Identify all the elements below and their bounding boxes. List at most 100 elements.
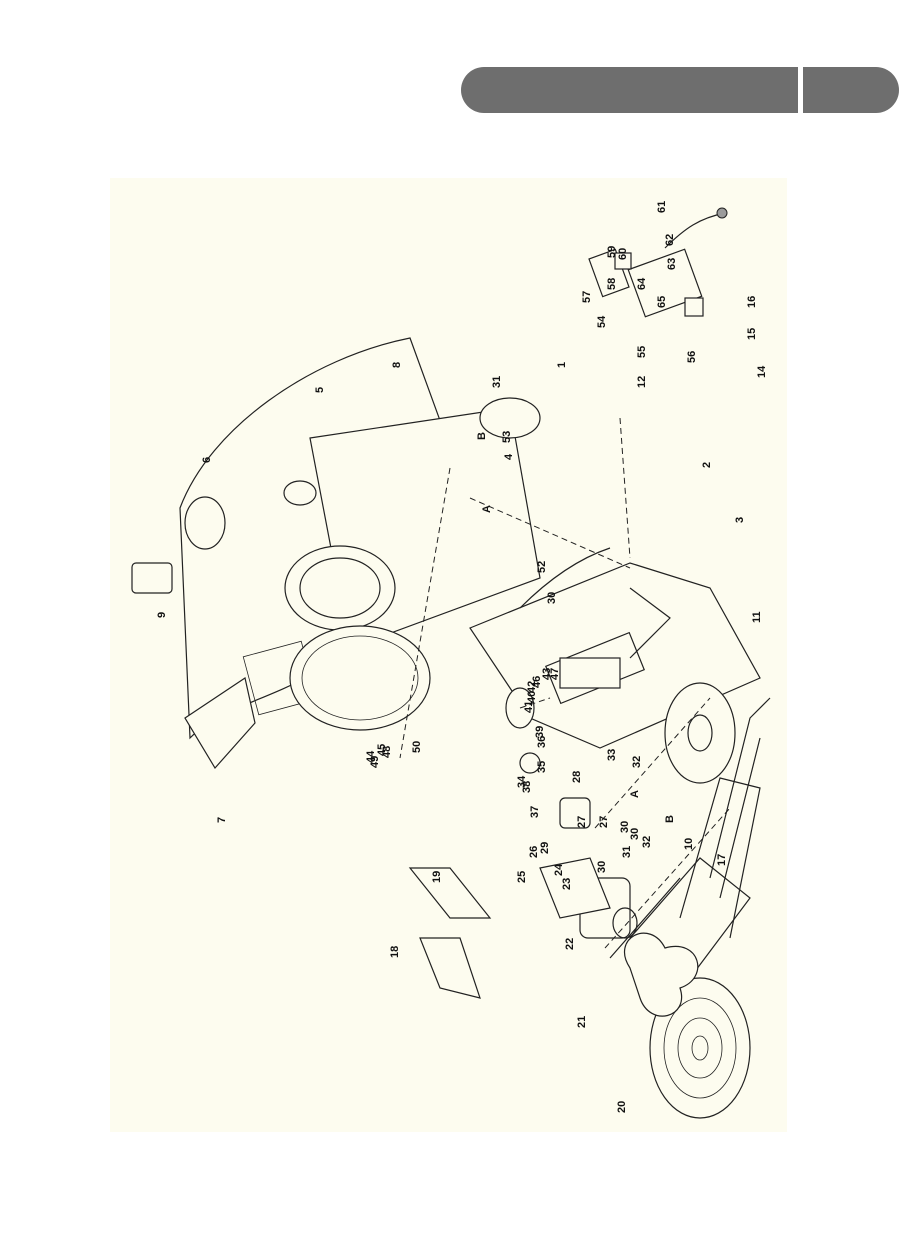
part-label: 31 — [491, 376, 503, 388]
frame-handle — [679, 697, 771, 939]
part-label: 61 — [656, 201, 668, 213]
part-labels: 1 2 3 4 5 6 7 8 9 10 11 12 14 15 16 17 1… — [156, 201, 768, 1113]
control-knob — [614, 252, 632, 270]
cord-plug — [716, 207, 728, 219]
part-label: 14 — [756, 365, 768, 378]
part-label: 4 — [503, 453, 515, 460]
part-label: 9 — [156, 612, 168, 618]
part-label: 64 — [636, 277, 648, 290]
part-label: 38 — [521, 781, 533, 793]
part-label: 30 — [546, 592, 558, 604]
wheel — [664, 682, 736, 784]
part-label: 20 — [616, 1101, 628, 1113]
upper-shell-hole — [184, 496, 226, 550]
part-label: 32 — [641, 836, 653, 848]
switch-block — [684, 297, 704, 317]
deflector-18 — [419, 937, 481, 999]
part-label: 52 — [536, 561, 548, 573]
frame-base — [609, 857, 751, 979]
part-label: 12 — [636, 376, 648, 388]
part-label: A — [629, 790, 641, 798]
part-label: 48 — [381, 746, 393, 758]
part-label: 46 — [531, 676, 543, 688]
part-label: 63 — [666, 258, 678, 270]
part-label: 18 — [389, 946, 401, 958]
part-label: 42 — [526, 681, 538, 693]
part-label: 11 — [751, 611, 763, 623]
part-label: 56 — [686, 351, 698, 363]
axle-bracket — [629, 587, 671, 659]
part-label: 39 — [534, 726, 546, 738]
part-label: 47 — [549, 668, 561, 680]
part-label: 34 — [516, 775, 528, 788]
rear-ring — [479, 397, 541, 439]
part-label: 16 — [746, 296, 758, 308]
leader-lines — [399, 417, 731, 949]
fan-guard-ring1 — [663, 997, 737, 1099]
part-label: 50 — [411, 741, 423, 753]
control-housing — [627, 248, 703, 318]
fuel-line — [519, 547, 611, 609]
part-label: 55 — [636, 346, 648, 358]
front-ring — [289, 625, 431, 731]
pump-body — [559, 797, 591, 829]
fan-guard — [649, 977, 751, 1119]
part-label: 23 — [561, 878, 573, 890]
exploded-parts-diagram: 1 2 3 4 5 6 7 8 9 10 11 12 14 15 16 17 1… — [110, 178, 787, 1132]
part-label: 33 — [606, 749, 618, 761]
exhaust-stack — [131, 562, 173, 594]
part-label: 31 — [621, 846, 633, 858]
part-label: 24 — [553, 863, 565, 876]
motor-bracket — [539, 857, 611, 919]
part-label: 22 — [564, 938, 576, 950]
part-label: 60 — [617, 248, 629, 260]
part-label: 27 — [576, 816, 588, 828]
part-label: 25 — [516, 871, 528, 883]
part-label: 44 — [365, 750, 377, 763]
part-label: 30 — [596, 861, 608, 873]
part-label: 41 — [523, 701, 535, 713]
part-label: 6 — [201, 457, 213, 463]
part-label: B — [476, 432, 488, 440]
part-label: 19 — [431, 871, 443, 883]
part-label: 36 — [536, 736, 548, 748]
part-label: 2 — [701, 462, 713, 468]
deflector-19 — [408, 867, 492, 919]
front-ring-inner — [301, 635, 419, 721]
part-label: 28 — [571, 771, 583, 783]
part-label: 29 — [539, 842, 551, 854]
flue-collar — [283, 480, 317, 506]
side-panel — [184, 677, 256, 770]
fan-guard-ring3 — [691, 1035, 709, 1061]
part-label: 57 — [581, 291, 593, 303]
burner-head — [519, 752, 541, 774]
header-page-tab — [803, 67, 899, 113]
part-label: 54 — [596, 315, 608, 328]
part-label: 45 — [376, 744, 388, 756]
part-label: 27 — [598, 816, 610, 828]
part-label: 10 — [683, 838, 695, 850]
part-label: 15 — [746, 328, 758, 340]
part-label: 37 — [529, 806, 541, 818]
motor-shaft — [612, 907, 638, 939]
diagram-canvas: 1 2 3 4 5 6 7 8 9 10 11 12 14 15 16 17 1… — [131, 201, 771, 1119]
part-label: 5 — [314, 387, 326, 393]
header-bar — [461, 67, 899, 113]
part-label: 17 — [716, 854, 728, 866]
part-label: A — [481, 505, 493, 513]
part-label: 32 — [631, 756, 643, 768]
chamber-ring-inner — [299, 557, 381, 619]
part-label: 49 — [369, 756, 381, 768]
part-label: 26 — [528, 846, 540, 858]
filter-plate — [559, 657, 621, 689]
part-label: 21 — [576, 1016, 588, 1028]
part-label: 7 — [216, 817, 228, 823]
fan-blade — [623, 932, 699, 1017]
part-label: 58 — [606, 278, 618, 290]
part-label: 35 — [536, 761, 548, 773]
part-label: 1 — [556, 362, 568, 368]
part-label: 40 — [526, 691, 538, 703]
wheel-hub — [687, 714, 713, 752]
fan-guard-ring2 — [677, 1017, 723, 1079]
part-label: 59 — [606, 246, 618, 258]
